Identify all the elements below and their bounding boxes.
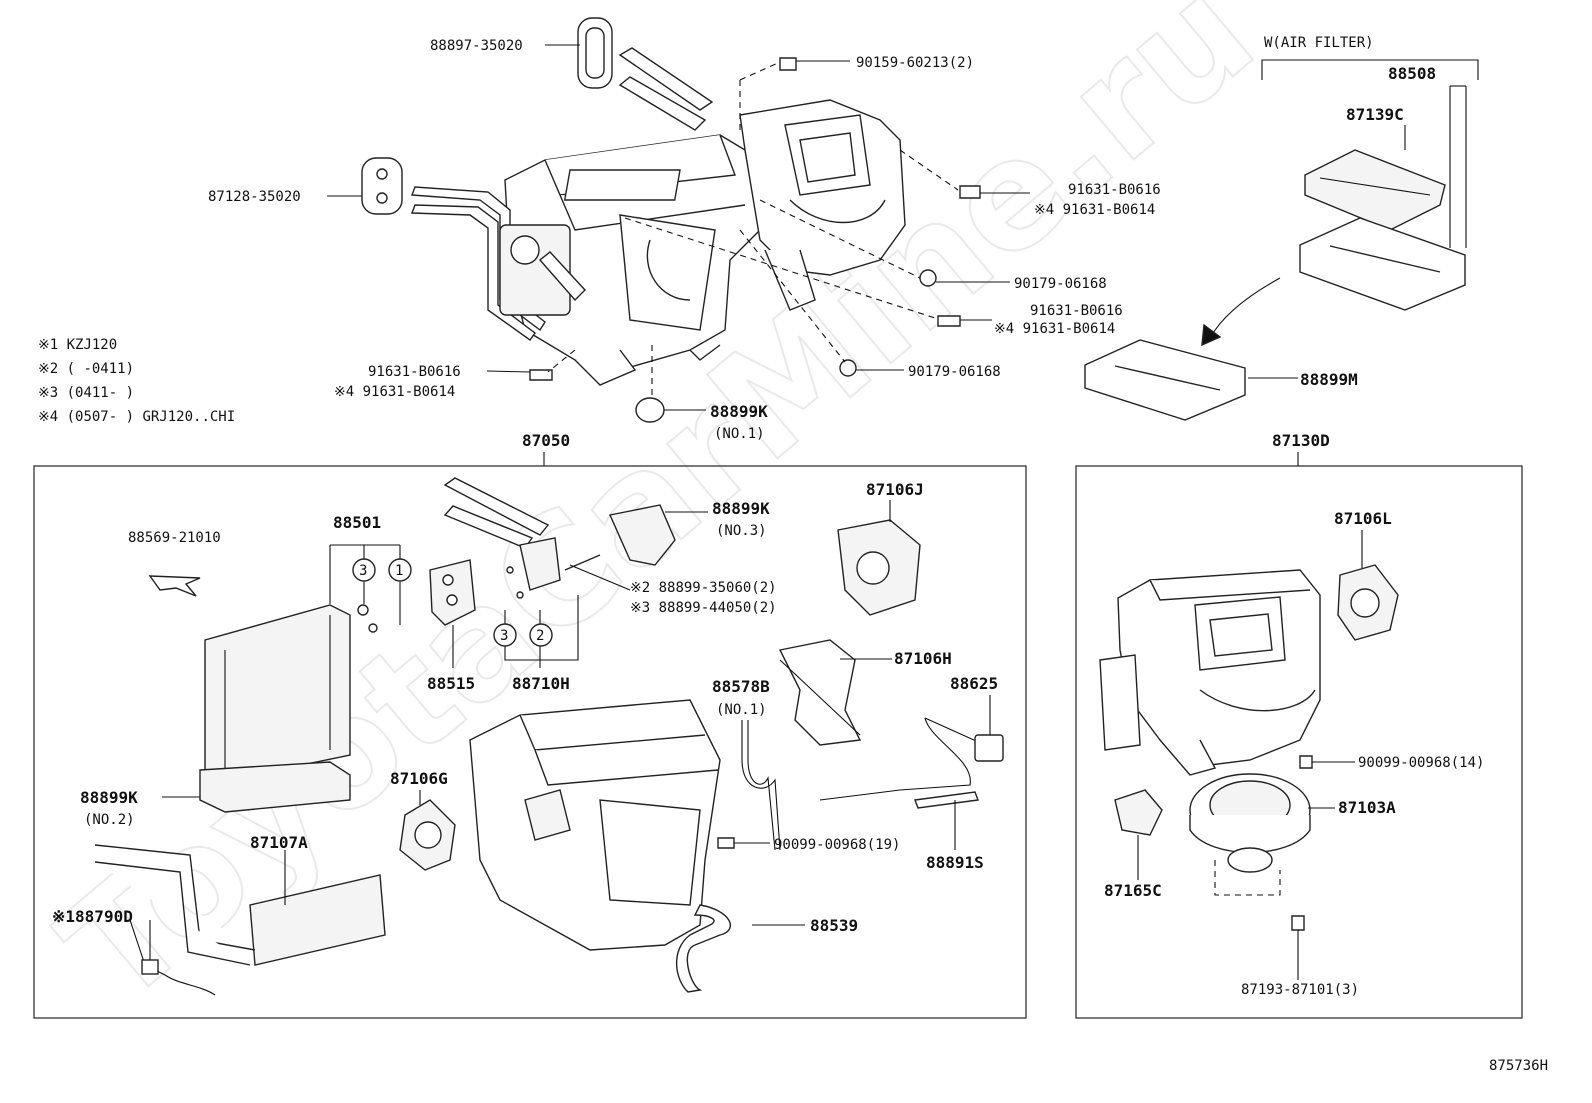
label-87193-87101: 87193-87101(3) — [1241, 982, 1359, 998]
label-91631-b0614-b: ※4 91631-B0614 — [994, 321, 1115, 337]
label-91631-b0616-b: 91631-B0616 — [1030, 303, 1123, 319]
label-87106j: 87106J — [866, 480, 924, 499]
drawing-id: 875736H — [1489, 1058, 1548, 1074]
label-88899k-no3-sub: (NO.3) — [716, 523, 767, 539]
circle-1: 1 — [395, 563, 403, 579]
note-1: ※1 KZJ120 — [38, 337, 117, 353]
left-box-title: 87050 — [522, 431, 570, 450]
note-3: ※3 (0411- ) — [38, 385, 134, 401]
label-88515: 88515 — [427, 674, 475, 693]
label-91631-b0614-c: ※4 91631-B0614 — [334, 384, 455, 400]
label-90099-00968-19: 90099-00968(19) — [774, 837, 900, 853]
label-88501: 88501 — [333, 513, 381, 532]
label-88899k-no2: 88899K — [80, 788, 138, 807]
left-box-frame — [33, 465, 1027, 1019]
label-87106h: 87106H — [894, 649, 952, 668]
label-88899k-no1-sub: (NO.1) — [714, 426, 765, 442]
right-box-drawings — [1099, 530, 1399, 980]
right-box-labels: 87106L 90099-00968(14) 87103A 87165C 871… — [1104, 509, 1484, 998]
label-88891s: 88891S — [926, 853, 984, 872]
label-91631-b0616-c: 91631-B0616 — [368, 364, 461, 380]
note-2: ※2 ( -0411) — [38, 361, 134, 377]
label-91631-b0614-a: ※4 91631-B0614 — [1034, 202, 1155, 218]
label-88710h: 88710H — [512, 674, 570, 693]
left-box-labels: 88569-21010 88501 3 1 88515 3 2 88710H 8… — [52, 480, 998, 935]
heater-unit-assembly-drawing — [361, 17, 981, 423]
label-88625: 88625 — [950, 674, 998, 693]
label-90099-00968-14: 90099-00968(14) — [1358, 755, 1484, 771]
label-87107a: 87107A — [250, 833, 308, 852]
label-90179-06168-a: 90179-06168 — [1014, 276, 1107, 292]
air-filter-title: W(AIR FILTER) — [1264, 35, 1374, 51]
right-box-title: 87130D — [1272, 431, 1330, 450]
label-88790d: ※188790D — [52, 907, 133, 926]
label-88899-35060: ※2 88899-35060(2) — [630, 580, 777, 596]
label-87128-35020: 87128-35020 — [208, 189, 301, 205]
label-88899m: 88899M — [1300, 370, 1358, 389]
top-leader-lines — [327, 44, 1030, 411]
label-90179-06168-b: 90179-06168 — [908, 364, 1001, 380]
label-87165c: 87165C — [1104, 881, 1162, 900]
left-box-drawings — [94, 477, 1004, 996]
note-4: ※4 (0507- ) GRJ120..CHI — [38, 409, 235, 425]
label-87103a: 87103A — [1338, 798, 1396, 817]
right-box-frame — [1075, 465, 1523, 1019]
air-filter-group: W(AIR FILTER) 88508 87139C 88899M — [1084, 35, 1479, 421]
label-88899-44050: ※3 88899-44050(2) — [630, 600, 777, 616]
circle-3-b: 3 — [500, 628, 508, 644]
circle-2: 2 — [536, 628, 544, 644]
circle-3-a: 3 — [359, 563, 367, 579]
label-87106l: 87106L — [1334, 509, 1392, 528]
label-87139c: 87139C — [1346, 105, 1404, 124]
label-88578b-sub: (NO.1) — [716, 702, 767, 718]
label-87106g: 87106G — [390, 769, 448, 788]
label-88899k-no1: 88899K — [710, 402, 768, 421]
label-91631-b0616-a: 91631-B0616 — [1068, 182, 1161, 198]
label-90159-60213: 90159-60213(2) — [856, 55, 974, 71]
label-88899k-no2-sub: (NO.2) — [84, 812, 135, 828]
label-88508: 88508 — [1388, 64, 1436, 83]
label-88539: 88539 — [810, 916, 858, 935]
label-88897-35020: 88897-35020 — [430, 38, 523, 54]
label-88899k-no3: 88899K — [712, 499, 770, 518]
label-88578b: 88578B — [712, 677, 770, 696]
label-88569-21010: 88569-21010 — [128, 530, 221, 546]
